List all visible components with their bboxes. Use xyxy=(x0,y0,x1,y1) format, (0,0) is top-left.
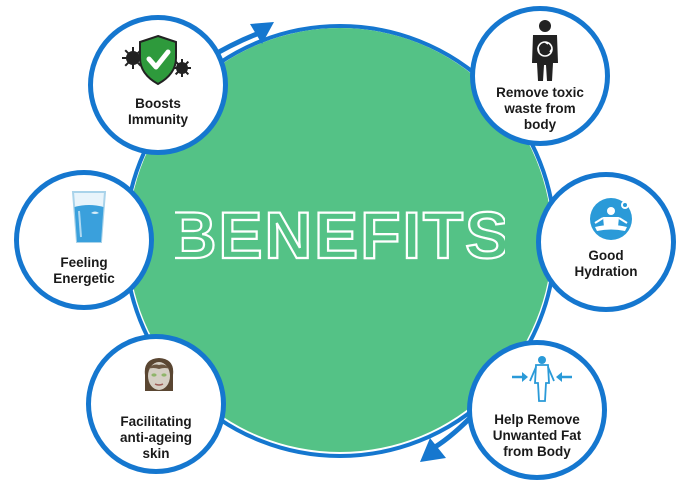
benefit-node-hydration: Good Hydration xyxy=(536,172,676,312)
body-slimming-arrows-icon xyxy=(512,356,572,402)
svg-text:BENEFITS: BENEFITS xyxy=(175,198,505,272)
benefit-label-line: skin xyxy=(142,446,170,461)
benefit-node-skin: Facilitating anti-ageing skin xyxy=(86,334,226,474)
benefit-label-line: Immunity xyxy=(127,112,188,127)
benefits-title: BENEFITS xyxy=(175,197,505,273)
benefit-label-line: anti-ageing xyxy=(119,430,192,445)
body-detox-icon xyxy=(532,20,558,81)
benefit-label-line: Boosts xyxy=(135,96,181,111)
meditating-person-icon xyxy=(590,198,632,240)
benefit-label-line: Energetic xyxy=(53,271,115,286)
shield-check-virus-icon xyxy=(122,34,191,86)
benefit-label-line: Help Remove xyxy=(494,412,580,427)
benefit-label-line: Remove toxic xyxy=(496,85,584,100)
benefit-node-fat-loss: Help Remove Unwanted Fat from Body xyxy=(467,340,607,480)
benefit-label-line: body xyxy=(523,117,557,132)
face-mask-icon xyxy=(144,358,174,391)
benefit-label-line: Unwanted Fat xyxy=(492,428,582,443)
benefit-label-line: Feeling xyxy=(60,255,108,270)
cycle-arrow-bottom xyxy=(420,416,472,462)
benefit-label-line: Good xyxy=(588,248,624,263)
benefit-node-energy: Feeling Energetic xyxy=(14,170,154,310)
benefit-label-line: Hydration xyxy=(574,264,638,279)
benefit-node-immunity: Boosts Immunity xyxy=(88,15,228,155)
center-circle xyxy=(128,28,552,452)
benefit-label-line: from Body xyxy=(503,444,571,459)
benefit-label-line: Facilitating xyxy=(120,414,192,429)
benefit-label-line: waste from xyxy=(504,101,576,116)
benefit-node-detox: Remove toxic waste from body xyxy=(470,6,610,146)
water-glass-icon xyxy=(71,191,107,243)
